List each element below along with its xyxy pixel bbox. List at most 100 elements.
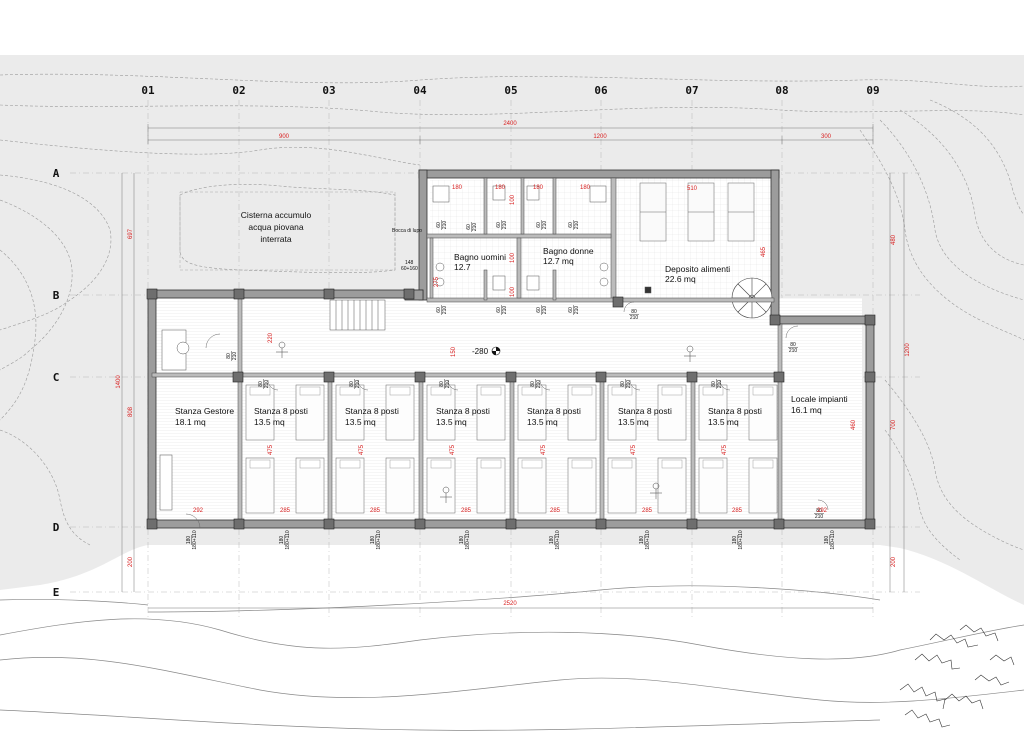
tree-symbol [899,624,1015,728]
stanza-gestore-name: Stanza Gestore [175,406,234,416]
stanza-8-posti-name-1: Stanza 8 posti [254,406,308,416]
svg-text:210: 210 [542,221,548,230]
svg-text:180+110: 180+110 [465,530,471,549]
column-pillar [232,371,244,383]
bagno-uomini-area: 12.7 [454,262,471,272]
dorm-partition [327,376,333,521]
column-pillar [773,371,785,383]
interior-dim: 100 [510,194,516,205]
dorm-partition [599,376,605,521]
level-marker: -280 [472,346,501,356]
svg-text:80: 80 [620,381,626,387]
pillow [430,459,452,469]
grid-row-B: B [53,289,60,302]
dim-left-4: 200 [128,556,134,567]
svg-text:210: 210 [789,348,798,354]
svg-text:180: 180 [186,536,192,545]
column-pillar [595,371,607,383]
column-pillar [146,518,158,530]
bagno-uomini-name: Bagno uomini [454,252,506,262]
interior-dim: 275 [434,276,440,287]
interior-dim: 475 [450,444,456,455]
svg-text:210: 210 [442,306,448,315]
column-pillar [864,314,876,326]
grid-row-E: E [53,586,60,599]
interior-dim: 285 [370,508,381,514]
column-pillar [414,518,426,530]
interior-dim: 180 [452,185,463,191]
svg-text:80: 80 [349,381,355,387]
pillow [611,459,633,469]
svg-text:180: 180 [370,536,376,545]
stanza-8-posti-area-2: 13.5 mq [345,417,376,427]
stanza-8-posti-area-3: 13.5 mq [436,417,467,427]
pillow [339,386,361,396]
grid-col-05: 05 [504,84,517,97]
svg-text:210: 210 [445,380,451,389]
svg-text:80: 80 [226,353,232,359]
pillow [521,386,543,396]
grid-col-09: 09 [866,84,879,97]
svg-text:60: 60 [436,307,442,313]
svg-text:180+110: 180+110 [285,530,291,549]
stanza-8-posti-area-4: 13.5 mq [527,417,558,427]
svg-text:180+110: 180+110 [738,530,744,549]
ground-lines [0,585,1024,731]
column-pillar [505,518,517,530]
interior-dim: 465 [761,246,767,257]
interior-dim: 100 [510,252,516,263]
interior-dim: 285 [280,508,291,514]
pillow [389,459,411,469]
deposito-area: 22.6 mq [665,274,696,284]
column-pillar [769,314,781,326]
bagno-donne-name: Bagno donne [543,246,594,256]
svg-text:180+110: 180+110 [192,530,198,549]
svg-text:180: 180 [732,536,738,545]
grid-col-07: 07 [685,84,698,97]
cistern-label-1: Cisterna accumulo [241,210,312,220]
interior-dim: 475 [722,444,728,455]
svg-text:210: 210 [355,380,361,389]
svg-text:210: 210 [574,221,580,230]
deposito-shelves [639,182,755,242]
svg-text:210: 210 [574,306,580,315]
dim-right-3: 700 [891,419,897,430]
stanza-8-posti-area-6: 13.5 mq [708,417,739,427]
column-pillar [505,371,517,383]
svg-text:60: 60 [536,222,542,228]
door-swings [185,301,829,529]
interior-dim: 285 [550,508,561,514]
interior-dim: 180 [580,185,591,191]
interior-dim: 475 [268,444,274,455]
column-pillar [595,518,607,530]
svg-text:210: 210 [626,380,632,389]
column-pillar [864,518,876,530]
locale-impianti-name: Locale impianti [791,394,848,404]
stair [329,299,386,331]
svg-text:60: 60 [496,222,502,228]
svg-text:60: 60 [568,222,574,228]
dorm-partition [418,376,424,521]
svg-text:80: 80 [258,381,264,387]
svg-text:210: 210 [232,352,238,361]
